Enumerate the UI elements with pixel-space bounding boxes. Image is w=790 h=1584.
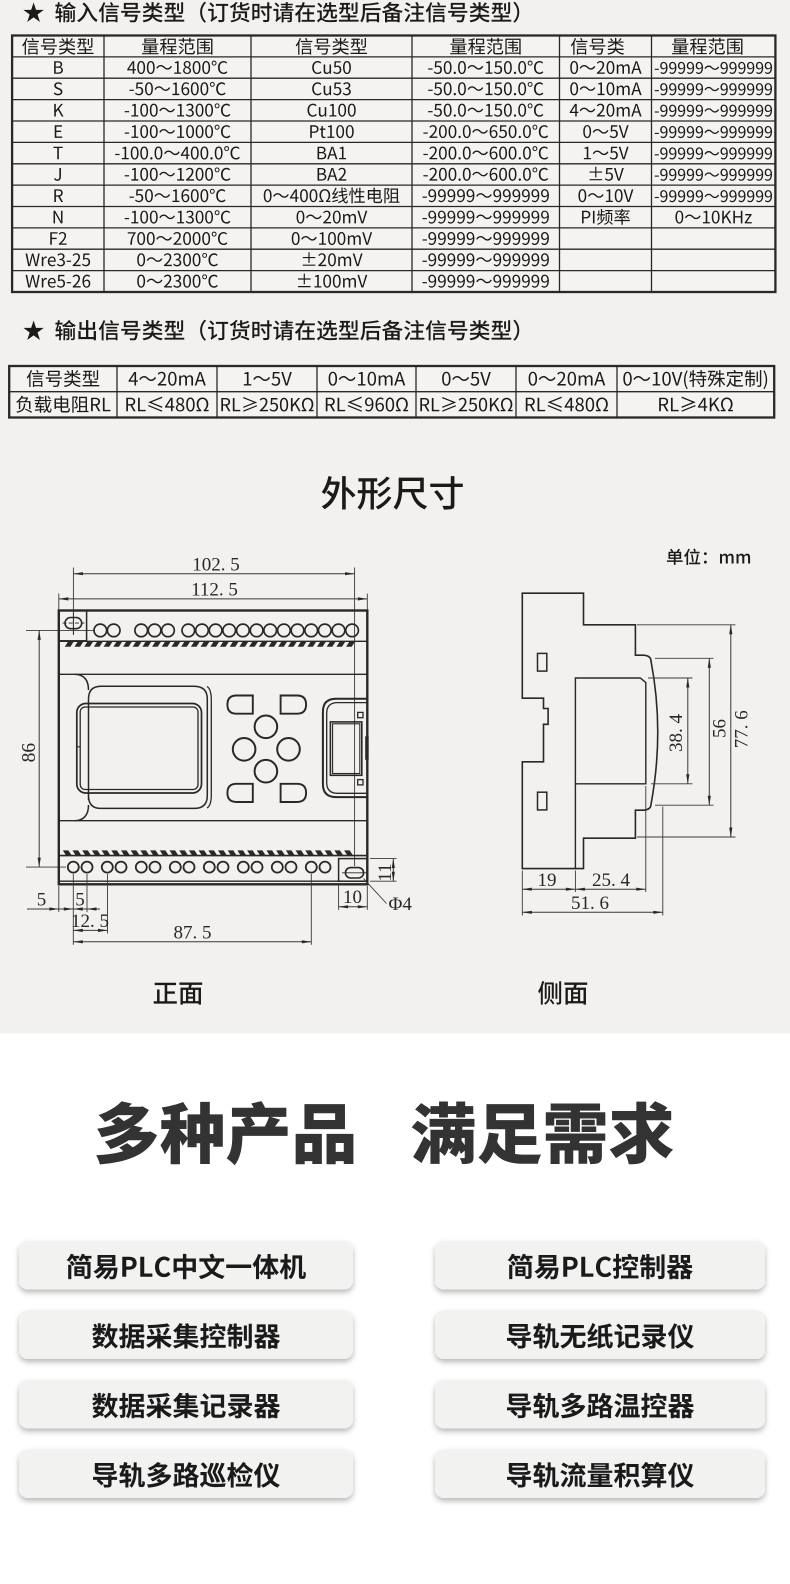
svg-text:12. 5: 12. 5 [71,911,109,932]
svg-text:77. 6: 77. 6 [732,710,753,748]
svg-text:51. 6: 51. 6 [571,893,609,914]
svg-text:Φ4: Φ4 [389,894,413,915]
svg-text:25. 4: 25. 4 [592,870,631,891]
svg-text:5: 5 [75,890,85,911]
svg-text:86: 86 [19,743,40,763]
svg-text:112. 5: 112. 5 [191,580,238,601]
svg-text:10: 10 [343,887,362,908]
svg-text:38. 4: 38. 4 [666,714,687,753]
svg-text:5: 5 [37,890,47,911]
svg-text:11: 11 [375,863,396,881]
svg-text:102. 5: 102. 5 [192,555,240,576]
svg-text:56: 56 [709,719,730,738]
svg-text:19: 19 [538,870,557,891]
svg-text:87. 5: 87. 5 [174,923,212,944]
